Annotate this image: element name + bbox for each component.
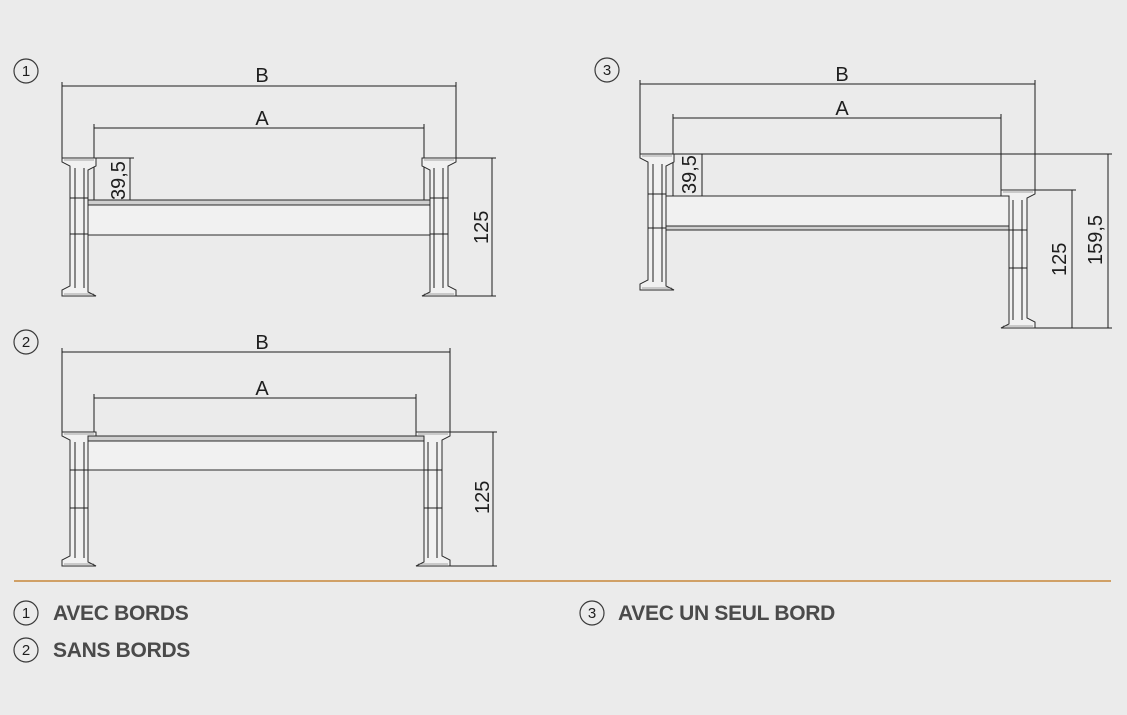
legend-item-1: 1 AVEC BORDS [13, 600, 189, 626]
figure-3-crossbeam [665, 195, 1010, 231]
figure-3-dimension-b: B [639, 64, 1036, 192]
figure-3-dimension-125: 125 [1035, 189, 1112, 329]
figure-3-label-159-5: 159,5 [1085, 215, 1107, 265]
figure-2-dimension-125: 125 [450, 431, 497, 567]
legend-item-3-number: 3 [588, 605, 596, 622]
figure-1-dimension-b: B [61, 65, 457, 160]
figure-1-dimension-a: A [93, 108, 425, 200]
figure-1-dimension-125: 125 [456, 157, 496, 297]
figure-1-badge-circle [13, 58, 39, 84]
figure-2-crossbeam [87, 435, 425, 471]
legend-item-3-circle [579, 600, 605, 626]
legend-item-1-label: AVEC BORDS [53, 602, 189, 625]
legend-item-2-circle [13, 637, 39, 663]
figure-1-label-a: A [255, 108, 269, 130]
legend-item-2: 2 SANS BORDS [13, 637, 191, 663]
figure-2-label-a: A [255, 378, 269, 400]
figure-1-badge: 1 [13, 58, 39, 84]
figure-1-right-profile [421, 157, 457, 297]
figure-2-dimension-a: A [93, 378, 417, 436]
figure-3-badge: 3 [594, 57, 620, 83]
figure-3: 3 B A 39,5 125 159,5 [594, 57, 1112, 329]
figure-3-dimension-39-5: 39,5 [672, 153, 1112, 196]
figure-3-badge-number: 3 [603, 62, 611, 79]
figure-3-left-profile [639, 153, 675, 291]
legend-item-1-number: 1 [22, 605, 30, 622]
figure-1-crossbeam [87, 199, 431, 236]
figure-1-label-39-5: 39,5 [108, 161, 130, 200]
figure-3-badge-circle [594, 57, 620, 83]
figure-1-label-b: B [255, 65, 268, 87]
figure-2-label-125: 125 [472, 481, 494, 514]
figure-3-dimension-159-5: 159,5 [1085, 154, 1109, 328]
figure-3-dimension-a: A [672, 98, 1002, 196]
figure-3-label-b: B [835, 64, 848, 86]
figure-1: 1 B A 39,5 125 [13, 58, 496, 297]
legend-item-3-label: AVEC UN SEUL BORD [618, 602, 835, 625]
legend-item-2-number: 2 [22, 642, 30, 659]
figure-1-label-125: 125 [471, 211, 493, 244]
figure-2-badge-number: 2 [22, 334, 30, 351]
figure-1-badge-number: 1 [22, 63, 30, 80]
figure-2: 2 B A 125 [13, 329, 497, 567]
legend-item-3: 3 AVEC UN SEUL BORD [579, 600, 835, 626]
figure-2-badge: 2 [13, 329, 39, 355]
legend-item-2-label: SANS BORDS [53, 639, 190, 662]
figure-1-dimension-39-5: 39,5 [95, 157, 134, 202]
figure-3-label-125: 125 [1049, 243, 1071, 276]
figure-2-label-b: B [255, 332, 268, 354]
figure-2-badge-circle [13, 329, 39, 355]
figure-3-label-a: A [835, 98, 849, 120]
legend-item-1-circle [13, 600, 39, 626]
legend: 1 AVEC BORDS 2 SANS BORDS 3 AVEC UN SEUL… [13, 600, 835, 663]
figure-1-left-profile [61, 157, 97, 297]
figure-2-dimension-b: B [61, 332, 451, 434]
figure-3-label-39-5: 39,5 [679, 155, 701, 194]
